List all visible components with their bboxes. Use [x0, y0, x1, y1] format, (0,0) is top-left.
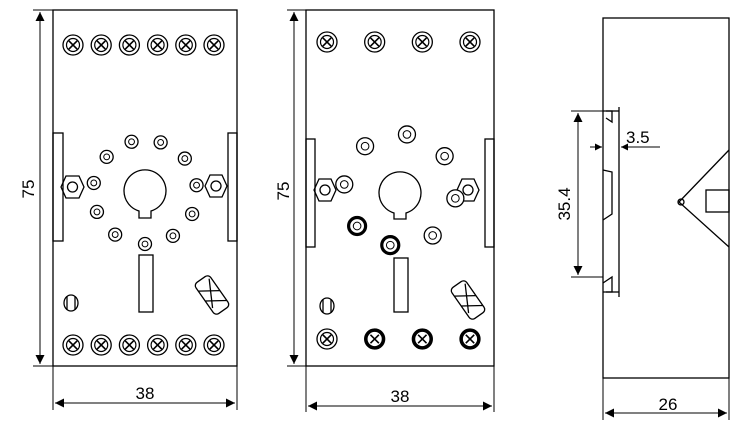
socket-pin: [335, 175, 354, 194]
socket-pin: [89, 204, 105, 220]
socket-pin: [86, 175, 101, 191]
height-dimension-label: 75: [19, 180, 38, 199]
screw-terminal: [316, 328, 338, 350]
screw-terminal: [203, 34, 225, 56]
socket-pin-ring: [335, 125, 465, 256]
socket-pin: [165, 228, 181, 244]
center-key-hole: [378, 171, 422, 220]
width-dimension-label: 38: [136, 384, 155, 403]
screw-terminal: [90, 34, 112, 56]
screw-terminal: [459, 31, 481, 53]
dimension-lines-view-2: [287, 9, 495, 412]
screw-terminal: [146, 34, 169, 56]
socket-pin: [99, 149, 114, 165]
terminal-row-top: [316, 31, 481, 53]
din-clip-left: [305, 138, 316, 248]
retaining-slot: [138, 254, 154, 313]
socket-pin: [153, 135, 168, 150]
screw-terminal: [411, 328, 433, 350]
socket-pin: [124, 134, 139, 149]
socket-pin-ring: [86, 134, 204, 252]
hold-down-latch: [194, 275, 230, 315]
center-key-hole: [123, 169, 167, 219]
socket-pin: [355, 137, 375, 156]
socket-pin: [137, 236, 153, 252]
height-dimension-label: 75: [274, 182, 293, 201]
screw-terminal: [62, 34, 84, 56]
mounting-nut-right: [204, 174, 228, 198]
terminal-row-bottom: [62, 334, 225, 356]
offset-dimension-label: 3.5: [626, 128, 650, 147]
socket-pin: [108, 227, 123, 242]
screw-terminal: [175, 334, 197, 356]
screw-terminal: [316, 31, 338, 53]
release-tab: [705, 189, 730, 213]
side-view: [602, 17, 730, 379]
retaining-slot: [393, 257, 409, 313]
terminal-row-bottom: [316, 328, 481, 350]
socket-pin: [423, 226, 442, 245]
depth-dimension-label: 26: [659, 395, 678, 414]
screw-terminal: [411, 31, 433, 53]
mounting-nut-left: [313, 178, 337, 202]
screw-terminal: [62, 334, 84, 356]
screw-terminal: [459, 328, 481, 350]
width-dimension-label: 38: [391, 387, 410, 406]
release-wedge: [678, 149, 730, 248]
din-clip-right: [484, 138, 495, 248]
screw-terminal: [118, 334, 141, 356]
socket-pin: [380, 235, 401, 256]
socket-pin: [347, 215, 368, 237]
din-rail-groove: [602, 110, 613, 293]
marker-screw: [319, 297, 335, 315]
screw-terminal: [118, 34, 141, 56]
mounting-nut-left: [60, 175, 85, 199]
dimension-lines-view-3: [571, 110, 730, 420]
terminal-row-top: [62, 34, 225, 56]
dimension-lines-view-1: [33, 9, 238, 410]
din-clip-right: [227, 132, 238, 242]
socket-pin: [435, 147, 454, 166]
screw-terminal: [364, 31, 386, 53]
screw-terminal: [90, 334, 112, 356]
screw-terminal: [203, 334, 225, 356]
screw-terminal: [175, 34, 197, 56]
socket-pin: [184, 206, 200, 222]
screw-terminal: [146, 334, 169, 356]
side-body: [602, 17, 730, 379]
hold-down-latch: [450, 280, 486, 320]
rail-dimension-label: 35.4: [555, 187, 574, 220]
screw-terminal: [364, 328, 386, 350]
socket-pin: [397, 125, 417, 144]
front-view-8-pin: [305, 9, 495, 367]
socket-pin: [189, 178, 204, 193]
socket-pin: [446, 189, 465, 208]
front-view-11-pin: [52, 9, 238, 367]
din-clip-left: [52, 132, 64, 242]
socket-pin: [177, 151, 192, 166]
marker-screw: [63, 294, 79, 312]
